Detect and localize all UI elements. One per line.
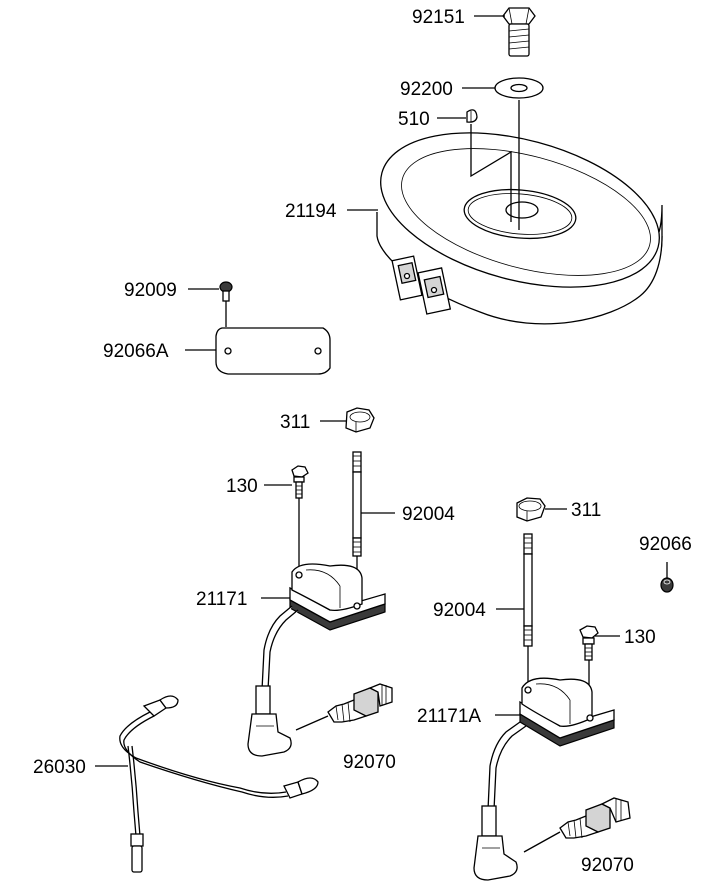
key-510-part [466, 109, 478, 123]
spark-plug-92070-left-part [295, 683, 393, 731]
bolt-92151-part [502, 7, 536, 57]
screw-92009-part [219, 281, 233, 327]
label-stud-92004-left: 92004 [402, 504, 455, 525]
label-nut-311-right: 311 [571, 500, 601, 521]
nut-311-left-part [345, 407, 375, 433]
label-bolt-130-left: 130 [226, 476, 258, 497]
coil-21171-part [247, 563, 386, 757]
label-stud-92004-right: 92004 [433, 600, 486, 621]
label-key-510: 510 [398, 109, 430, 130]
label-screw-92009: 92009 [124, 280, 177, 301]
label-flywheel-21194: 21194 [285, 201, 337, 222]
coil-21171a-part [473, 677, 615, 881]
label-wire-harness-26030: 26030 [33, 757, 86, 778]
label-bolt-92151: 92151 [412, 7, 465, 28]
label-spark-plug-92070-left: 92070 [343, 752, 396, 773]
label-nut-311-left: 311 [280, 412, 310, 433]
washer-92200-part [494, 77, 544, 99]
nut-311-right-part [516, 497, 546, 522]
bolt-130-left-part [291, 465, 309, 570]
label-coil-21171: 21171 [196, 589, 247, 610]
flywheel-21194-part [376, 132, 663, 325]
label-bolt-130-right: 130 [624, 627, 656, 648]
spark-plug-92070-right-part [523, 797, 631, 853]
stud-92004-right-part [523, 533, 533, 688]
grommet-92066-part [660, 577, 674, 593]
label-washer-92200: 92200 [400, 79, 453, 100]
wire-harness-26030-part [119, 695, 319, 873]
label-spark-plug-92070-right: 92070 [581, 855, 634, 876]
leader-lines [95, 15, 668, 767]
plate-92066a-part [215, 327, 331, 375]
label-grommet-92066: 92066 [639, 534, 692, 555]
part-number-labels: 92151 92200 510 21194 92009 92066A 311 1… [33, 7, 692, 876]
label-coil-21171a: 21171A [417, 706, 481, 727]
flywheel-assembly-lines [470, 100, 520, 230]
label-plate-92066a: 92066A [103, 341, 169, 362]
